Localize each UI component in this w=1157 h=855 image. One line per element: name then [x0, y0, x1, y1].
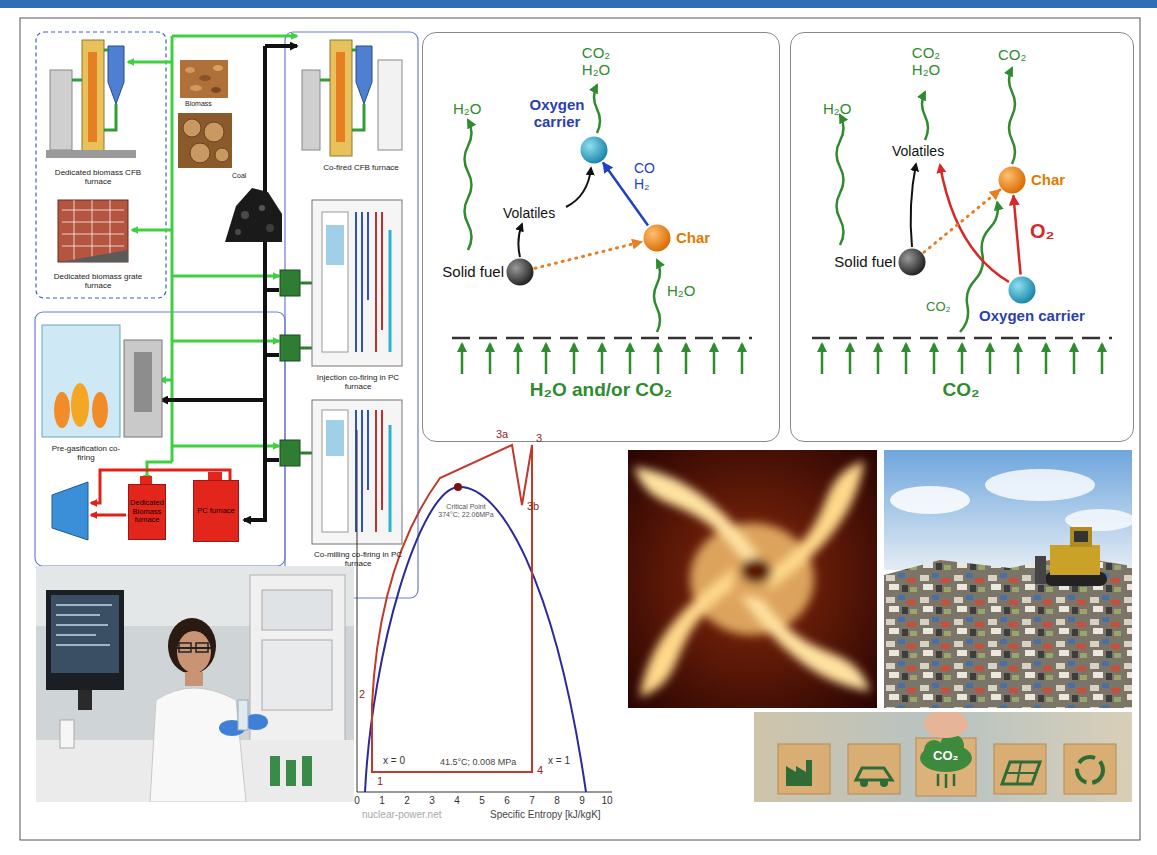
- species-label: Volatiles: [503, 205, 555, 221]
- axis-tick: 2: [397, 795, 417, 807]
- fuel-particle: Solid fuel: [506, 258, 534, 286]
- furnace-caption: Injection co-firing in PC furnace: [312, 373, 404, 391]
- axis-tick: 9: [572, 795, 592, 807]
- condenser-note: 41.5°C; 0.008 MPa: [440, 757, 516, 767]
- axis-tick: 5: [472, 795, 492, 807]
- state-point: 3: [536, 432, 542, 445]
- axis-tick: 7: [522, 795, 542, 807]
- axis-tick: 8: [547, 795, 567, 807]
- fuel-caption: Biomass: [185, 100, 212, 108]
- edge-label: CO H₂: [634, 160, 664, 192]
- axis-tick: 0: [347, 795, 367, 807]
- axis-tick: 4: [447, 795, 467, 807]
- oxygen-carrier-particle: Oxygen carrier: [580, 136, 608, 164]
- particle-circle: [580, 136, 608, 164]
- particle-fill: [999, 167, 1026, 194]
- char-particle: Char: [643, 224, 671, 252]
- icon-text: CO₂: [933, 749, 958, 764]
- furnace-box: Dedicated Biomass furnace: [128, 484, 166, 540]
- furnace-label: Dedicated Biomass furnace: [130, 499, 164, 525]
- particle-circle: [643, 224, 671, 252]
- flow-arrow: [924, 190, 1000, 252]
- particle-circle: [506, 258, 534, 286]
- gasification-panel: H₂O and/or CO₂ Solid fuel Char Oxygen carri…: [422, 32, 780, 442]
- state-point: 1: [377, 775, 383, 788]
- particle-label: Oxygen carrier: [524, 96, 590, 131]
- furnace-caption: Dedicated biomass grate furnace: [44, 272, 152, 290]
- particle-label: Oxygen carrier: [962, 307, 1102, 324]
- flow-arrow: [535, 242, 642, 269]
- axis-tick: 3: [422, 795, 442, 807]
- state-point: 3b: [527, 500, 539, 513]
- furnace-caption: Co-milling co-firing in PC furnace: [312, 550, 404, 568]
- flow-arrow: [1013, 195, 1020, 274]
- species-label: H₂O: [453, 100, 481, 117]
- axis-tick: 10: [597, 795, 617, 807]
- furnace-caption: Co-fired CFB furnace: [318, 163, 404, 172]
- particle-fill: [1009, 277, 1036, 304]
- particle-circle: [1008, 276, 1036, 304]
- quality-label: x = 0: [383, 755, 405, 767]
- species-label: H₂O: [667, 282, 695, 299]
- quality-label: x = 1: [548, 755, 570, 767]
- char-particle: Char: [998, 166, 1026, 194]
- furnace-caption: Pre-gasification co-firing: [44, 444, 128, 462]
- critical-point-note: Critical Point 374°C; 22.06MPa: [437, 503, 495, 519]
- fuel-caption: Coal: [232, 172, 246, 180]
- particle-label: Solid fuel: [818, 253, 896, 270]
- species-label: H₂O: [823, 100, 851, 117]
- panel-caption: CO₂: [901, 379, 1021, 401]
- fuel-particle: Solid fuel: [898, 248, 926, 276]
- particle-label: Solid fuel: [430, 263, 504, 280]
- axis-title: Specific Entropy [kJ/kgK]: [490, 809, 601, 821]
- furnace-caption: Dedicated biomass CFB furnace: [44, 168, 152, 186]
- panel-caption: H₂O and/or CO₂: [423, 379, 779, 401]
- particle-fill: [507, 259, 534, 286]
- watermark: nuclear-power.net: [362, 809, 442, 821]
- particle-label: Char: [676, 229, 710, 246]
- combustion-panel: CO₂ Solid fuel CharOxygen carrier: [790, 32, 1134, 442]
- furnace-box: PC furnace: [193, 480, 239, 542]
- species-label: CO₂ H₂O: [907, 44, 945, 79]
- axis-tick: 1: [372, 795, 392, 807]
- particle-fill: [581, 137, 608, 164]
- state-point: 3a: [496, 428, 508, 441]
- edge-label: O₂: [1030, 220, 1054, 243]
- particle-fill: [899, 249, 926, 276]
- particle-label: Char: [1031, 171, 1065, 188]
- species-label: CO₂: [926, 300, 951, 315]
- state-point: 2: [359, 688, 365, 701]
- particle-fill: [644, 225, 671, 252]
- particle-circle: [998, 166, 1026, 194]
- species-label: Volatiles: [892, 143, 944, 159]
- axis-tick: 6: [497, 795, 517, 807]
- state-point: 4: [537, 764, 543, 777]
- particle-circle: [898, 248, 926, 276]
- species-label: CO₂ H₂O: [577, 44, 615, 79]
- species-label: CO₂: [998, 46, 1026, 63]
- oxygen-carrier-particle: Oxygen carrier: [1008, 276, 1036, 304]
- furnace-label: PC furnace: [197, 507, 235, 516]
